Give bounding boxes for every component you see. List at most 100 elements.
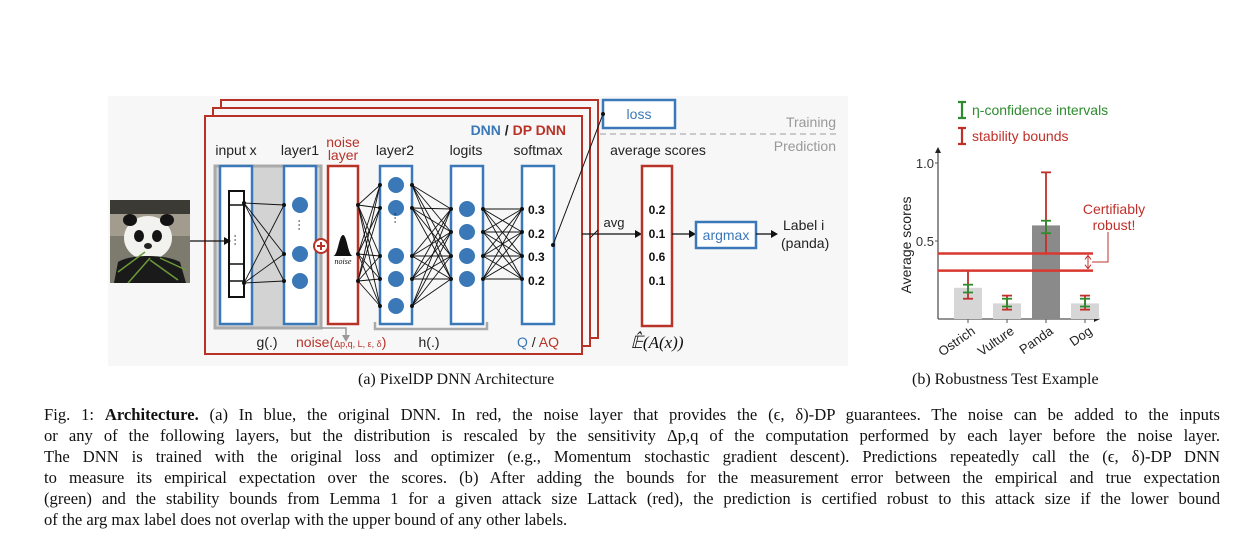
connection [243, 204, 285, 284]
connector-dot [520, 230, 524, 234]
connection [243, 280, 285, 284]
connection [482, 208, 523, 257]
average-scores-label: average scores [610, 142, 706, 158]
panda-image [110, 200, 190, 284]
connection [357, 204, 381, 209]
connection [357, 253, 381, 280]
connection [411, 208, 452, 280]
connector-dot [449, 207, 453, 211]
layer1-neuron [292, 197, 308, 213]
subcaption-b: (b) Robustness Test Example [912, 371, 1099, 388]
connection [243, 202, 285, 282]
x-tick-label: Panda [1016, 323, 1056, 357]
label-input: input x [215, 142, 256, 158]
connection [243, 202, 285, 206]
connection [411, 207, 452, 210]
caption-line: of the arg max label does not overlap wi… [44, 510, 568, 529]
argmax-label: argmax [703, 227, 750, 243]
label-arrowhead [771, 230, 778, 238]
noise-arrowhead [342, 335, 350, 342]
connection [411, 278, 452, 307]
label-logits: logits [450, 142, 483, 158]
subcaption-a: (a) PixelDP DNN Architecture [358, 371, 555, 388]
connection [411, 231, 452, 280]
connector-dot [481, 277, 485, 281]
argmax-box [694, 220, 758, 250]
softmax-value: 0.3 [528, 203, 545, 217]
output-label-line1: Label i [783, 217, 824, 233]
layer1-neuron [292, 246, 308, 262]
legend-confidence-label: η-confidence intervals [972, 102, 1108, 118]
prediction-label: Prediction [774, 138, 836, 154]
noise-fn: noise( [296, 334, 334, 350]
connector-dot [520, 207, 524, 211]
input-arrowhead [224, 237, 231, 245]
connector-dot [378, 254, 382, 258]
connector-dot [481, 230, 485, 234]
loss-connector-dot [601, 112, 605, 116]
legend-confidence-icon [958, 100, 966, 120]
connection [243, 202, 285, 255]
caption-line: The DNN is trained with the original los… [44, 447, 1220, 466]
connection [357, 207, 381, 282]
softmax-value: 0.2 [528, 227, 545, 241]
network-nodes [242, 177, 524, 314]
connector-dot [449, 254, 453, 258]
connector-dot [282, 279, 286, 283]
caption-text: (a) In blue, the original DNN. In red, t… [198, 405, 1220, 424]
caption-line: to measure its empirical expectation ove… [44, 468, 1220, 487]
network-connections [243, 184, 523, 307]
connection [357, 184, 381, 282]
input-vector [228, 190, 245, 298]
gaussian-noise-icon [333, 235, 353, 256]
connection [357, 280, 381, 307]
label-layer2: layer2 [376, 142, 414, 158]
layer2-neuron [388, 177, 404, 193]
softmax-value: 0.3 [528, 250, 545, 264]
logit-neuron [459, 248, 475, 264]
layer1-neuron [292, 273, 308, 289]
softmax-value: 0.2 [528, 274, 545, 288]
bar [993, 303, 1021, 319]
layer2-neuron [388, 298, 404, 314]
y-tick-label: 1.0 [916, 156, 934, 171]
connection [357, 204, 381, 280]
softmax-connector-dot [551, 243, 555, 247]
connector-dot [410, 254, 414, 258]
noise-arrow [321, 327, 347, 336]
connector-dot [242, 281, 246, 285]
y-axis-label: Average scores [898, 196, 914, 293]
connector-dot [449, 277, 453, 281]
header-dnn: DNN [471, 122, 501, 138]
average-value: 0.1 [649, 227, 666, 241]
connector-dot [378, 304, 382, 308]
noise-args: Δp,q, L, ε, δ [334, 339, 382, 349]
logits-column [449, 164, 485, 326]
connector-dot [520, 254, 524, 258]
softmax-column [520, 164, 556, 326]
output-label-line2: (panda) [781, 235, 829, 251]
layer1-ellipsis: ··· [293, 219, 307, 231]
connection [482, 231, 523, 280]
connector-dot [378, 183, 382, 187]
g-function-label: g(.) [257, 334, 278, 350]
legend-stability-label: stability bounds [972, 128, 1069, 144]
connection [482, 255, 523, 280]
connection [411, 208, 452, 307]
connector-dot [378, 206, 382, 210]
loss-connection [552, 113, 604, 246]
label-noise-1: noise [326, 134, 360, 150]
y-axis-arrowhead [935, 147, 941, 153]
q-label: Q / AQ [517, 334, 559, 350]
q-text: Q [517, 334, 528, 350]
expectation-label: 𝔼̂(A(x)) [631, 331, 684, 352]
connection [411, 208, 452, 257]
bar [1071, 303, 1099, 319]
argmax-arrowhead [689, 230, 696, 238]
logit-neuron [459, 201, 475, 217]
connector-dot [378, 277, 382, 281]
connector-dot [410, 277, 414, 281]
connection [357, 278, 381, 282]
label-noise-2: layer [328, 147, 359, 163]
